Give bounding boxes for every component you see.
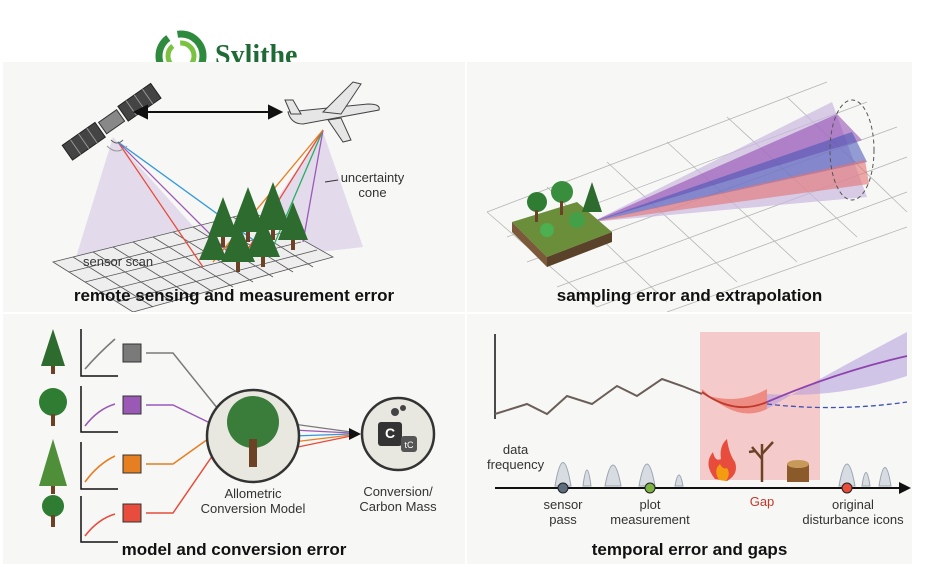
model-connectors xyxy=(146,352,219,514)
tree-icon xyxy=(42,495,64,527)
label-data-frequency: data frequency xyxy=(487,442,545,472)
label-uncertainty-cone: uncertainty cone xyxy=(340,170,405,200)
satellite-icon xyxy=(61,82,162,161)
frequency-peaks xyxy=(554,462,892,487)
series-swatch xyxy=(122,503,142,523)
mini-chart-curves xyxy=(84,338,116,537)
sensor-pass-marker xyxy=(557,482,569,494)
mini-chart xyxy=(80,329,118,543)
carbon-unit: tC xyxy=(404,440,414,450)
series-swatch xyxy=(122,454,142,474)
carbon-mass-icon xyxy=(360,396,436,472)
model-illustration xyxy=(39,329,436,543)
label-original-disturbance: original disturbance icons xyxy=(802,497,904,527)
label-carbon-mass: Conversion/ Carbon Mass xyxy=(359,484,437,514)
tree-icon xyxy=(41,329,65,374)
plot-measurement-marker xyxy=(644,482,656,494)
panel-sampling: sampling error and extrapolation xyxy=(467,62,912,312)
stump-icon xyxy=(787,460,809,482)
extrapolation-cone xyxy=(592,99,875,222)
tree-icon xyxy=(39,388,67,426)
allometric-model-icon xyxy=(205,388,301,484)
fire-icon xyxy=(708,439,736,481)
sampling-illustration xyxy=(486,81,908,312)
airplane-icon xyxy=(284,81,380,143)
temporal-illustration xyxy=(494,332,911,494)
series-swatch xyxy=(122,343,142,363)
forest-trees xyxy=(199,182,308,272)
forecast-band xyxy=(767,332,907,409)
label-plot-measurement: plot measurement xyxy=(610,497,690,527)
tree-icon xyxy=(39,439,67,494)
carbon-connectors xyxy=(292,423,361,449)
sample-plot xyxy=(512,181,612,267)
label-allometric-model: Allometric Conversion Model xyxy=(200,486,306,516)
label-sensor-scan: sensor scan xyxy=(83,254,154,269)
caption-model: model and conversion error xyxy=(121,540,347,559)
data-line xyxy=(494,377,703,416)
caption-temporal: temporal error and gaps xyxy=(591,540,788,559)
caption-remote-sensing: remote sensing and measurement error xyxy=(73,286,395,305)
double-arrow-icon xyxy=(132,104,284,120)
disturbance-marker xyxy=(841,482,853,494)
label-sensor-pass: sensor pass xyxy=(543,497,583,527)
series-swatch xyxy=(122,395,142,415)
carbon-badge: C xyxy=(384,425,396,441)
panel-temporal: data frequency sensor pass plot measurem… xyxy=(467,314,912,564)
label-gap: Gap xyxy=(749,494,775,509)
panel-remote-sensing: uncertainty cone sensor scan remote sens… xyxy=(3,62,465,312)
panel-model: C tC Allometric Conversion Model Convers… xyxy=(3,314,465,564)
dead-tree-icon xyxy=(748,441,774,482)
remote-sensing-illustration xyxy=(51,81,380,312)
caption-sampling: sampling error and extrapolation xyxy=(556,286,823,305)
